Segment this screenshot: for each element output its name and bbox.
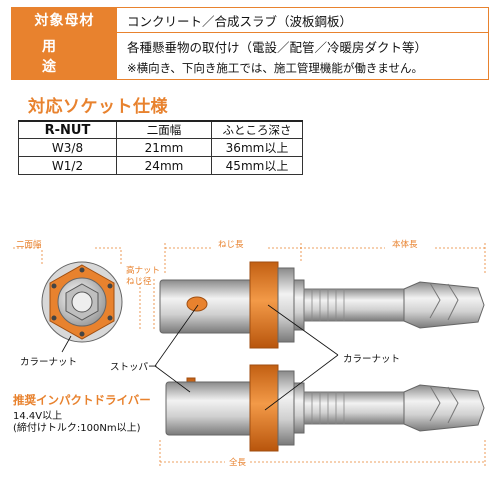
nut-end-view — [41, 261, 123, 343]
dimension-lines — [13, 243, 486, 468]
spec-info-table: 対象母材 コンクリート／合成スラブ（波板鋼板） 用途 各種懸垂物の取付け（電設／… — [11, 7, 489, 80]
impact-heading: 推奨インパクトドライバー — [13, 393, 151, 407]
label-stopper: ストッパー — [110, 362, 158, 373]
table-cell: 24mm — [116, 156, 212, 175]
socket-table: R-NUT 二面幅 ふところ深さ W3/8 21mm 36mm以上 W1/2 2… — [18, 120, 303, 175]
table-row: W3/8 21mm 36mm以上 — [18, 138, 303, 157]
label-body-length: 本体長 — [392, 240, 418, 250]
label-collar-nut-left: カラーナット — [20, 357, 78, 368]
label-total-length: 全長 — [229, 458, 247, 468]
table-cell: 36mm以上 — [211, 138, 303, 157]
leader-lines — [61, 304, 339, 411]
impact-voltage: 14.4V以上 — [13, 411, 63, 422]
socket-header-row: R-NUT 二面幅 ふところ深さ — [18, 120, 303, 139]
use-label: 用途 — [12, 32, 117, 80]
target-material-value: コンクリート／合成スラブ（波板鋼板） — [117, 8, 488, 32]
table-cell: 45mm以上 — [211, 156, 303, 175]
label-screw-length: ねじ長 — [218, 240, 244, 250]
target-material-text: コンクリート／合成スラブ（波板鋼板） — [127, 13, 353, 29]
label-collar-nut-right: カラーナット — [343, 354, 401, 365]
label-screw-dia: ねじ径 — [126, 277, 152, 287]
use-row: 用途 各種懸垂物の取付け（電設／配管／冷暖房ダクト等） ※横向き、下向き施工では… — [12, 32, 488, 80]
use-value: 各種懸垂物の取付け（電設／配管／冷暖房ダクト等） ※横向き、下向き施工では、施工… — [117, 32, 488, 80]
socket-heading: 対応ソケット仕様 — [28, 97, 168, 117]
anchor-top — [159, 261, 485, 349]
use-text: 各種懸垂物の取付け（電設／配管／冷暖房ダクト等） — [127, 39, 428, 55]
target-material-row: 対象母材 コンクリート／合成スラブ（波板鋼板） — [12, 8, 488, 33]
table-cell: W1/2 — [18, 156, 117, 175]
socket-header-depth: ふところ深さ — [211, 120, 303, 139]
use-note: ※横向き、下向き施工では、施工管理機能が働きません。 — [127, 60, 423, 75]
impact-torque: (締付けトルク:100Nm以上) — [13, 423, 141, 434]
table-cell: W3/8 — [18, 138, 117, 157]
socket-header-width: 二面幅 — [116, 120, 212, 139]
anchor-bottom — [165, 364, 485, 452]
label-high-nut: 高ナット — [126, 266, 161, 276]
target-material-label: 対象母材 — [12, 8, 117, 32]
label-width-across: 二面幅 — [16, 240, 42, 250]
table-row: W1/2 24mm 45mm以上 — [18, 156, 303, 175]
